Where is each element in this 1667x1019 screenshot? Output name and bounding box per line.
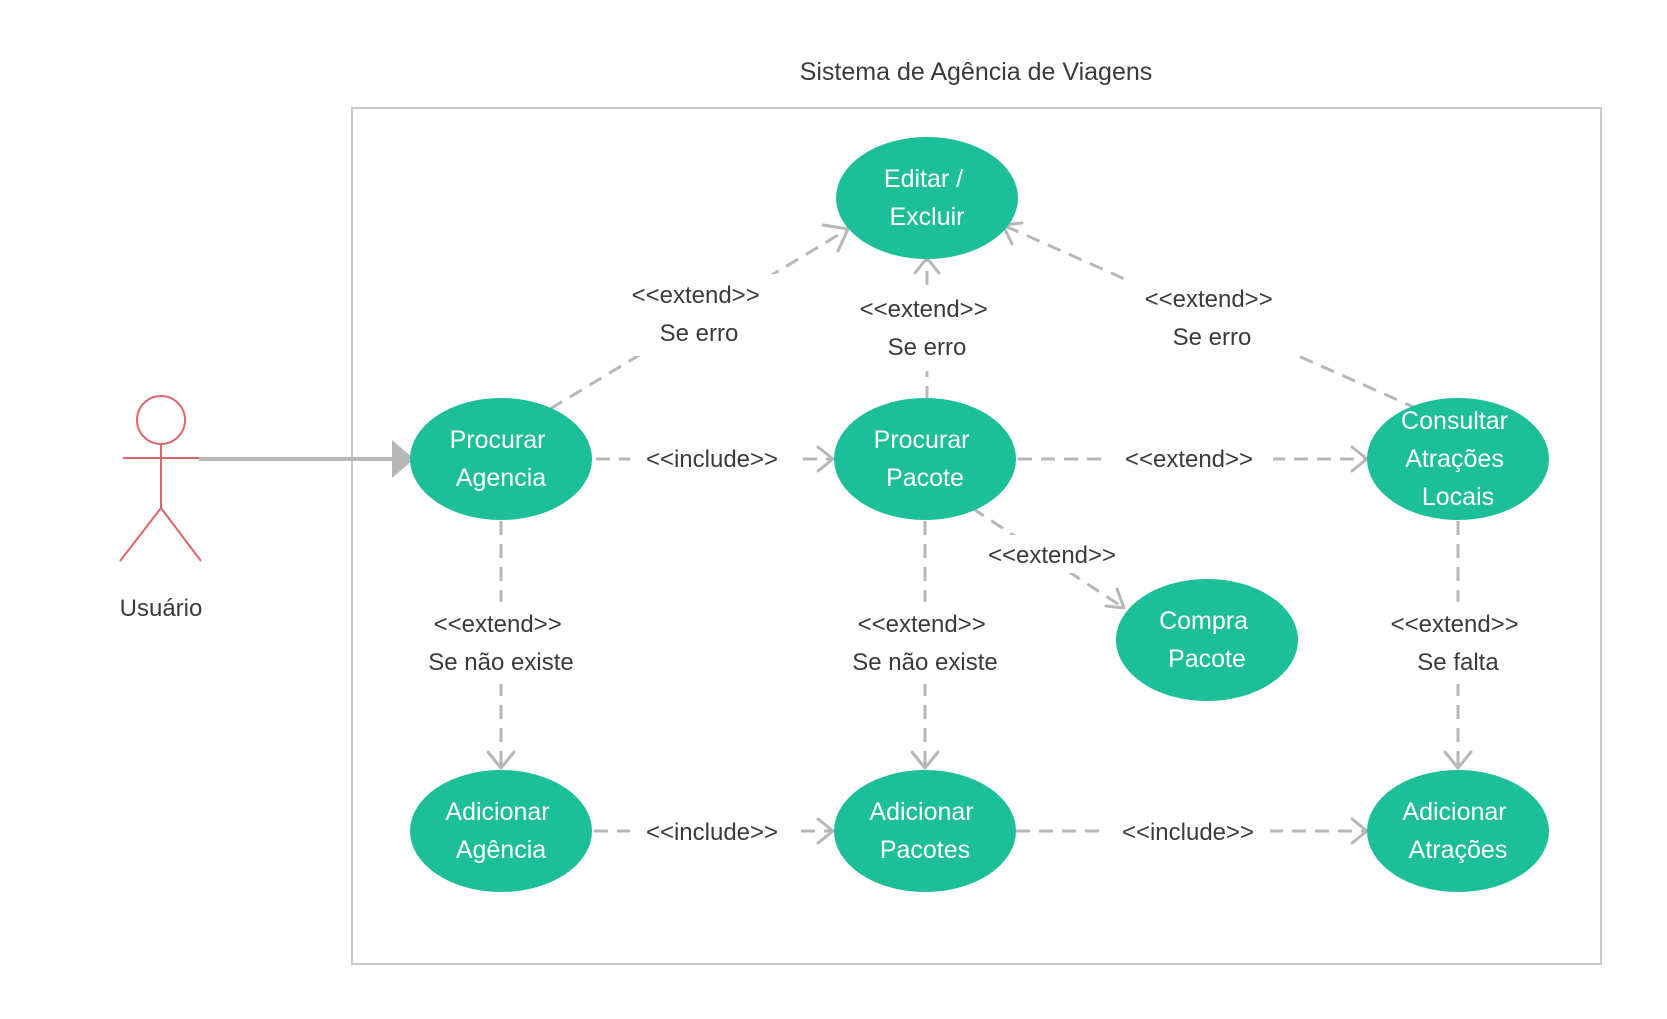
relation-label-adicionar-agencia-pacotes: <<include>> (646, 819, 778, 846)
usecase-procurar-agencia[interactable]: Procurar Agencia (410, 398, 592, 520)
relation-label-pacote-editar: <<extend>> Se erro (860, 296, 995, 361)
actor-label: Usuário (120, 595, 203, 622)
relation-label-pacote-consultar: <<extend>> (1125, 446, 1253, 473)
arrowhead-icon (913, 256, 941, 275)
svg-text:Adicionar Agência: Adicionar Agência (445, 798, 556, 864)
svg-text:Consultar Atrações: Consultar Atrações Locais (1401, 407, 1515, 511)
relation-label-agencia-pacote: <<include>> (646, 446, 778, 473)
usecase-procurar-pacote[interactable]: Procurar Pacote (834, 398, 1016, 520)
svg-text:Procurar Agencia: Procurar Agencia (450, 426, 553, 492)
relation-label-adicionar-pacotes-atracoes: <<include>> (1122, 819, 1254, 846)
relation-label-agencia-adicionar: <<extend>> Se não existe (428, 611, 573, 676)
arrowhead-icon (1350, 817, 1369, 845)
arrowhead-icon (816, 445, 835, 473)
usecase-adicionar-agencia[interactable]: Adicionar Agência (410, 770, 592, 892)
arrowhead-icon (910, 750, 940, 770)
relation-label-consultar-adicionar: <<extend>> Se falta (1391, 611, 1526, 676)
arrowhead-icon (486, 750, 516, 770)
relation-pacote-compra (971, 506, 1126, 610)
relation-label-pacote-compra: <<extend>> (988, 542, 1116, 569)
usecase-compra-pacote[interactable]: Compra Pacote (1116, 579, 1298, 701)
actor-head (136, 395, 186, 445)
usecase-consultar-atracoes-locais[interactable]: Consultar Atrações Locais (1367, 398, 1549, 520)
usecase-adicionar-atracoes[interactable]: Adicionar Atrações (1367, 770, 1549, 892)
association-arrowhead (392, 440, 414, 478)
usecase-adicionar-pacotes[interactable]: Adicionar Pacotes (834, 770, 1016, 892)
relation-label-agencia-editar: <<extend>> Se erro (632, 282, 767, 347)
arrowhead-icon (821, 223, 850, 253)
relation-line (971, 506, 1125, 610)
arrowhead-icon (1443, 750, 1473, 770)
arrowhead-icon (1350, 445, 1369, 473)
relation-line (1002, 223, 1419, 411)
svg-text:Procurar Pacote: Procurar Pacote (874, 426, 977, 492)
actor-usuario[interactable] (119, 395, 202, 562)
actor-left-leg (119, 507, 162, 562)
relation-label-pacote-adicionar: <<extend>> Se não existe (852, 611, 997, 676)
svg-text:Compra Pacote: Compra Pacote (1159, 607, 1255, 673)
actor-right-leg (160, 507, 202, 562)
svg-text:Adicionar Pacotes: Adicionar Pacotes (869, 798, 980, 864)
usecase-editar-excluir[interactable]: Editar / Excluir (836, 137, 1018, 259)
svg-text:Editar / Excluir: Editar / Excluir (884, 165, 970, 231)
system-title: Sistema de Agência de Viagens (800, 58, 1153, 86)
arrowhead-icon (816, 817, 835, 845)
svg-text:Adicionar Atrações: Adicionar Atrações (1402, 798, 1513, 864)
arrowhead-icon (1104, 587, 1126, 610)
relation-label-consultar-editar: <<extend>> Se erro (1145, 286, 1280, 351)
system-boundary (351, 107, 1602, 965)
